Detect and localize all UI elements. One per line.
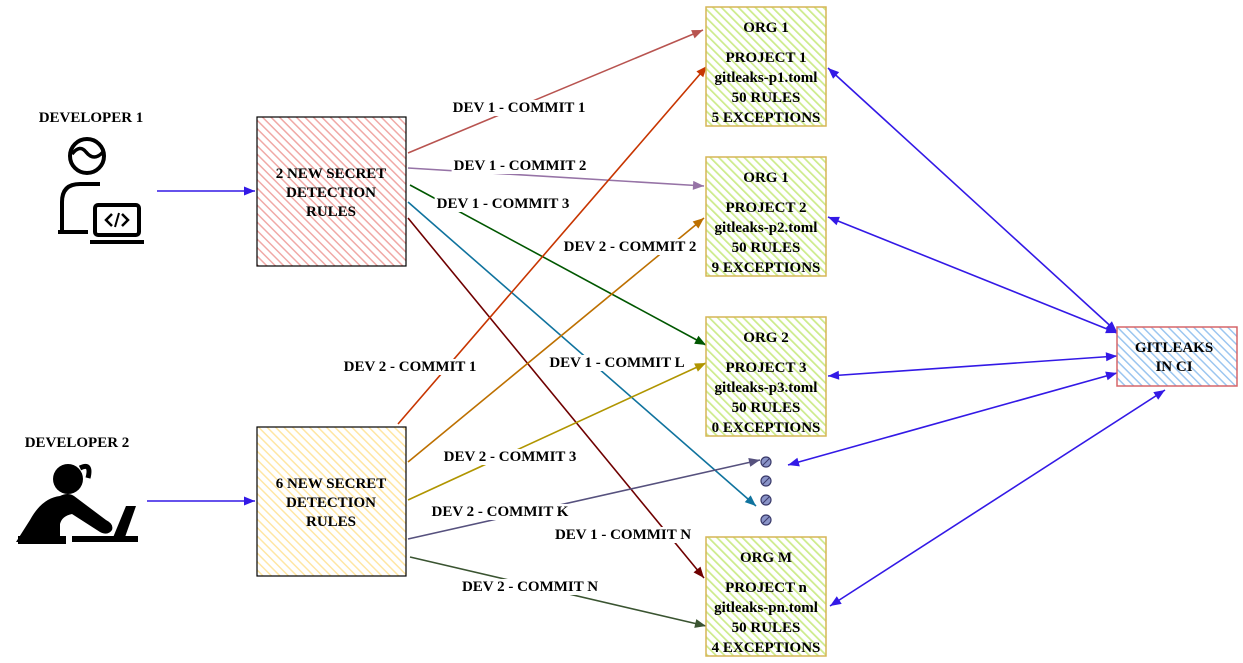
commit-arrow-dev2-ck bbox=[407, 459, 761, 540]
ci-link-dots-head bbox=[1105, 371, 1117, 381]
project-n-config: gitleaks-pn.toml bbox=[714, 600, 818, 616]
project-2-org: ORG 1 bbox=[743, 170, 788, 186]
developer-2: DEVELOPER 2 bbox=[16, 435, 138, 544]
commit-arrow-dev2-cn-head bbox=[694, 619, 706, 628]
ci-link-project-1-head bbox=[1105, 321, 1117, 332]
ci-link-project-3-head bbox=[1105, 352, 1117, 362]
commit-arrow-dev1-c3-head bbox=[694, 335, 706, 345]
commit-arrow-dev1-cl bbox=[407, 201, 757, 507]
project-1-rules: 50 RULES bbox=[732, 90, 801, 106]
commit-arrow-dev1-c1-head bbox=[691, 30, 703, 39]
ci-box-line2: IN CI bbox=[1155, 359, 1192, 375]
ci-box: GITLEAKS IN CI bbox=[1116, 326, 1238, 387]
commit-label-dev1-c1: DEV 1 - COMMIT 1 bbox=[453, 100, 586, 116]
developer-1: DEVELOPER 1 bbox=[39, 110, 144, 244]
project-n-org: ORG M bbox=[740, 550, 792, 566]
commit-label-dev2-cn: DEV 2 - COMMIT N bbox=[462, 579, 598, 595]
commit-arrow-dev1-cl-head bbox=[744, 495, 756, 506]
ci-link-project-2-head bbox=[1105, 324, 1117, 334]
project-2-name: PROJECT 2 bbox=[726, 200, 807, 216]
commit-arrow-dev2-c2 bbox=[407, 217, 705, 463]
project-1-config: gitleaks-p1.toml bbox=[715, 70, 818, 86]
commit-label-dev1-cn: DEV 1 - COMMIT N bbox=[555, 527, 691, 543]
commit-label-dev1-c3: DEV 1 - COMMIT 3 bbox=[437, 196, 570, 212]
commit-label-dev2-c3: DEV 2 - COMMIT 3 bbox=[444, 449, 577, 465]
commit-arrow-dev2-c2-head bbox=[692, 218, 704, 229]
project-3-rules: 50 RULES bbox=[732, 400, 801, 416]
project-3-config: gitleaks-p3.toml bbox=[715, 380, 818, 396]
commit-arrow-dev1-c1 bbox=[407, 29, 704, 154]
ci-link-project-2-start-head bbox=[828, 216, 840, 226]
commit-arrow-dev2-ck-head bbox=[748, 458, 760, 467]
commit-label-dev2-ck: DEV 2 - COMMIT K bbox=[432, 504, 569, 520]
rule-box-dev2: 6 NEW SECRET DETECTION RULES bbox=[256, 426, 407, 577]
commit-label-dev1-cl: DEV 1 - COMMIT L bbox=[549, 355, 684, 371]
commit-label-dev2-c2-bg bbox=[561, 239, 699, 255]
ci-box-line1: GITLEAKS bbox=[1135, 340, 1213, 356]
commit-label-dev2-c1-bg bbox=[341, 359, 479, 375]
rule-box-dev2-line1: 6 NEW SECRET bbox=[276, 476, 387, 492]
ci-link-dots bbox=[787, 372, 1118, 466]
rule-box-dev1-line1: 2 NEW SECRET bbox=[276, 166, 387, 182]
project-box-1: ORG 1 PROJECT 1 gitleaks-p1.toml 50 RULE… bbox=[705, 6, 827, 127]
commit-arrow-dev1-c2-head bbox=[692, 180, 704, 190]
commit-arrow-dev1-cn-head bbox=[693, 566, 704, 578]
commit-label-dev2-c3-bg bbox=[441, 449, 579, 465]
developer-laptop-icon bbox=[58, 137, 144, 244]
project-2-exceptions: 9 EXCEPTIONS bbox=[712, 260, 821, 276]
ci-link-project-1 bbox=[827, 67, 1118, 333]
person-at-laptop-icon bbox=[16, 463, 138, 544]
ci-link-project-3 bbox=[827, 355, 1118, 377]
project-1-exceptions: 5 EXCEPTIONS bbox=[712, 110, 821, 126]
project-box-2: ORG 1 PROJECT 2 gitleaks-p2.toml 50 RULE… bbox=[705, 156, 827, 277]
commit-arrow-dev2-c3 bbox=[407, 362, 707, 501]
commit-label-dev1-c2: DEV 1 - COMMIT 2 bbox=[454, 158, 587, 174]
project-1-name: PROJECT 1 bbox=[726, 50, 807, 66]
commit-arrow-dev2-c3-head bbox=[694, 363, 706, 372]
ci-link-project-1-start-head bbox=[828, 68, 840, 79]
ci-link-project-2 bbox=[827, 216, 1118, 334]
project-2-rules: 50 RULES bbox=[732, 240, 801, 256]
ci-link-dots-start-head bbox=[788, 457, 800, 467]
ci-link-project-n bbox=[829, 389, 1166, 607]
project-3-exceptions: 0 EXCEPTIONS bbox=[712, 420, 821, 436]
project-n-exceptions: 4 EXCEPTIONS bbox=[712, 640, 821, 656]
developer-2-label: DEVELOPER 2 bbox=[25, 435, 130, 451]
commit-label-dev2-cn-bg bbox=[459, 579, 601, 595]
project-3-org: ORG 2 bbox=[743, 330, 788, 346]
rule-box-dev1: 2 NEW SECRET DETECTION RULES bbox=[256, 116, 407, 267]
commit-label-dev1-c1-bg bbox=[450, 100, 588, 116]
project-box-n: ORG M PROJECT n gitleaks-pn.toml 50 RULE… bbox=[705, 536, 827, 657]
commit-label-dev2-c1: DEV 2 - COMMIT 1 bbox=[344, 359, 477, 375]
commit-label-layer: DEV 1 - COMMIT 1 DEV 1 - COMMIT 2 DEV 1 … bbox=[341, 100, 699, 595]
dev2-to-rules-arrow-head bbox=[244, 496, 255, 506]
project-2-config: gitleaks-p2.toml bbox=[715, 220, 818, 236]
commit-label-dev1-cl-bg bbox=[547, 355, 687, 371]
ci-link-project-3-start-head bbox=[828, 370, 840, 380]
rule-box-dev2-line3: RULES bbox=[306, 514, 356, 530]
commit-arrow-dev1-cn bbox=[407, 217, 705, 579]
rule-box-dev1-line2: DETECTION bbox=[286, 185, 376, 201]
ci-link-project-n-head bbox=[1153, 390, 1165, 400]
project-n-name: PROJECT n bbox=[725, 580, 807, 596]
dots-icon bbox=[760, 456, 772, 526]
dev1-to-rules-arrow-head bbox=[244, 186, 255, 196]
commit-label-dev1-c2-bg bbox=[451, 158, 589, 174]
commit-label-dev2-c2: DEV 2 - COMMIT 2 bbox=[564, 239, 697, 255]
commit-label-dev2-ck-bg bbox=[429, 504, 571, 520]
rule-box-dev2-line2: DETECTION bbox=[286, 495, 376, 511]
commit-arrow-dev2-c1-head bbox=[696, 66, 707, 78]
project-1-org: ORG 1 bbox=[743, 20, 788, 36]
project-n-rules: 50 RULES bbox=[732, 620, 801, 636]
project-3-name: PROJECT 3 bbox=[726, 360, 807, 376]
commit-label-dev1-cn-bg bbox=[552, 527, 694, 543]
commit-label-dev1-c3-bg bbox=[434, 196, 572, 212]
rule-box-dev1-line3: RULES bbox=[306, 204, 356, 220]
ci-link-project-n-start-head bbox=[830, 596, 842, 606]
project-box-3: ORG 2 PROJECT 3 gitleaks-p3.toml 50 RULE… bbox=[705, 316, 827, 437]
developer-1-label: DEVELOPER 1 bbox=[39, 110, 144, 126]
